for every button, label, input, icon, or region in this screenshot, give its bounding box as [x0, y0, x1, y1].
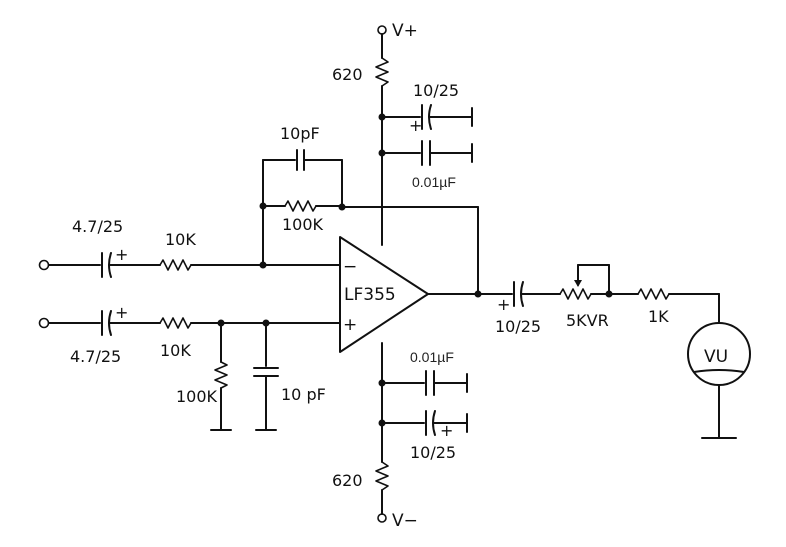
output-path: + 10/25 5KVR 1K VU [427, 264, 751, 439]
input-2-path: + 4.7/25 10K 100K 10 pF [38, 303, 341, 431]
opamp-inv-sign: − [343, 257, 357, 277]
svg-text:+: + [409, 116, 422, 135]
resistor-10k-in1 [159, 259, 192, 271]
fb-res-label: 100K [282, 215, 324, 234]
out-res-label: 1K [648, 307, 669, 326]
resistor-100k-shunt [214, 361, 228, 389]
in2-res-label: 10K [160, 341, 191, 360]
opamp-name: LF355 [344, 285, 396, 305]
svg-text:+: + [497, 295, 510, 314]
vplus-terminal[interactable] [377, 25, 387, 35]
pot-label: 5KVR [566, 311, 609, 330]
opamp-lf355: − + LF355 [339, 236, 429, 353]
svg-text:+: + [115, 303, 128, 322]
vplus-label: V+ [392, 21, 418, 41]
c-bot-electro-label: 10/25 [410, 443, 456, 462]
in1-res-label: 10K [165, 230, 196, 249]
in1-cap-label: 4.7/25 [72, 217, 123, 236]
negative-supply: 0.01µF + 10/25 620 V− [332, 342, 468, 531]
resistor-100k-feedback [284, 200, 317, 212]
shunt-res-label: 100K [176, 387, 218, 406]
vminus-label: V− [392, 511, 418, 531]
input-2-terminal[interactable] [38, 317, 50, 329]
feedback-network: 10pF 100K [259, 124, 479, 295]
in2-cap-label: 4.7/25 [70, 347, 121, 366]
fb-cap-label: 10pF [280, 124, 320, 143]
shunt-cap-label: 10 pF [281, 385, 326, 404]
resistor-10k-in2 [159, 317, 192, 329]
vminus-terminal[interactable] [377, 513, 387, 523]
out-cap-label: 10/25 [495, 317, 541, 336]
resistor-620-bottom [375, 461, 389, 491]
input-1-terminal[interactable] [38, 259, 50, 271]
svg-text:+: + [440, 421, 453, 440]
c-top-electro-label: 10/25 [413, 81, 459, 100]
positive-supply: V+ 620 + 10/25 0.01µF [332, 21, 473, 246]
r-bottom-label: 620 [332, 471, 363, 490]
input-1-path: + 4.7/25 10K [38, 217, 341, 278]
vu-label: VU [704, 347, 728, 367]
c-top-cer-label: 0.01µF [412, 174, 456, 190]
resistor-1k-output [637, 288, 670, 300]
opamp-noninv-sign: + [343, 315, 357, 335]
c-bot-cer-label: 0.01µF [410, 349, 454, 365]
potentiometer-5kvr[interactable] [559, 288, 592, 300]
svg-text:+: + [115, 245, 128, 264]
r-top-label: 620 [332, 65, 363, 84]
resistor-620-top [375, 57, 389, 87]
